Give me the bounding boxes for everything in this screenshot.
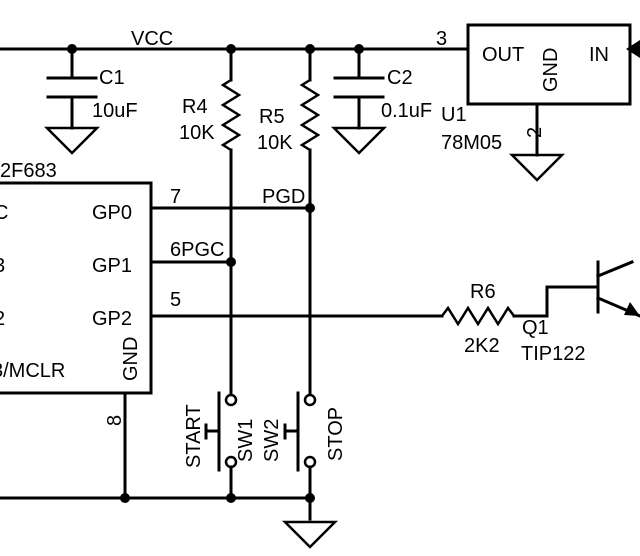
r6-reference: R6: [470, 281, 496, 303]
regulator-out-pin: OUT: [482, 44, 524, 66]
resistor-r4: [220, 47, 242, 398]
regulator-output-pin-number: 3: [436, 28, 447, 50]
capacitor-c2: [330, 47, 388, 155]
mcu-gp2-pin: GP2: [92, 308, 132, 330]
sw2-name: STOP: [325, 407, 347, 461]
sw1-reference: SW1: [235, 419, 257, 462]
regulator-gnd-pin: GND: [540, 48, 562, 92]
mcu-part-number: 2F683: [0, 160, 57, 182]
mcu-signal-wires: [149, 206, 444, 318]
c2-value: 0.1uF: [381, 100, 432, 122]
gp2-pin-number: 5: [170, 289, 181, 311]
vcc-rail: [0, 44, 470, 54]
pgd-net-label: PGD: [262, 186, 305, 208]
sw2-reference: SW2: [261, 419, 283, 462]
switch-sw1: [204, 391, 238, 500]
regulator-reference: U1: [441, 104, 467, 126]
switch-sw2: [283, 391, 317, 521]
mcu-gnd-pin: GND: [120, 337, 142, 381]
sw1-name: START: [183, 404, 205, 468]
c1-value: 10uF: [92, 100, 138, 122]
pgc-net-label: 6PGC: [170, 239, 224, 261]
transistor-q1: [596, 260, 640, 318]
regulator-gnd-pin-number: 2: [524, 127, 546, 138]
regulator-part: 78M05: [441, 132, 502, 154]
r6-value: 2K2: [464, 335, 500, 357]
mcu-gp1-pin: GP1: [92, 255, 132, 277]
r5-reference: R5: [259, 106, 285, 128]
q1-part: TIP122: [521, 343, 585, 365]
resistor-r6: [441, 285, 597, 327]
r4-value: 10K: [179, 122, 215, 144]
resistor-r5: [299, 47, 321, 398]
r4-reference: R4: [182, 96, 208, 118]
mcu-gnd-pin-number: 8: [104, 415, 126, 426]
capacitor-c1: [43, 47, 101, 155]
c2-reference: C2: [387, 67, 413, 89]
mcu-left-pin-2: 3: [0, 255, 5, 277]
ground-bus: [0, 391, 339, 549]
r5-value: 10K: [257, 132, 293, 154]
regulator-in-pin: IN: [589, 44, 609, 66]
regulator-u1: [466, 23, 640, 182]
q1-reference: Q1: [522, 317, 549, 339]
vcc-net-label: VCC: [131, 28, 173, 50]
mcu-gp0-pin: GP0: [92, 202, 132, 224]
c1-reference: C1: [99, 67, 125, 89]
gp0-pin-number: 7: [170, 186, 181, 208]
mcu-left-pin-4: 3/MCLR: [0, 360, 65, 382]
mcu-left-pin-3: 2: [0, 308, 5, 330]
microcontroller: [0, 181, 153, 395]
mcu-left-pin-1: C: [0, 202, 8, 224]
